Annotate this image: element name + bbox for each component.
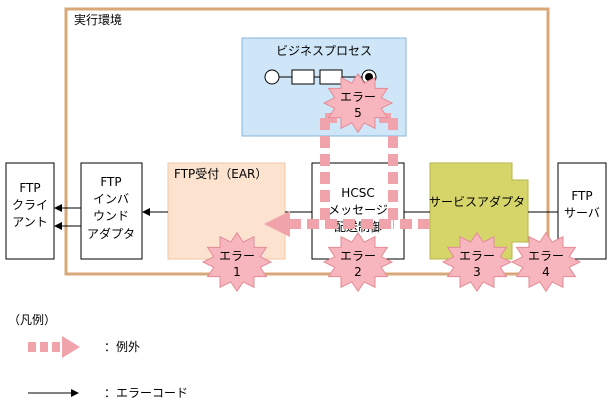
business-process: ビジネスプロセス	[241, 37, 407, 137]
inbound-adapter-line: ウンド	[93, 209, 129, 223]
service-adapter-label: サービスアダプタ	[429, 194, 525, 209]
error-burst-2: エラー 2	[322, 231, 394, 293]
ftp-server-line: FTP	[571, 189, 592, 203]
process-flow-icon	[264, 69, 377, 85]
connectors	[54, 204, 558, 230]
ftp-reception-label: FTP受付（EAR）	[174, 167, 267, 181]
error-label: エラー	[219, 249, 255, 263]
ftp-client-line: クライ	[12, 198, 48, 212]
legend-title: （凡例）	[8, 313, 56, 327]
ftp-server: FTP サーバ	[557, 162, 607, 260]
error-number: 4	[542, 265, 550, 279]
runtime-label: 実行環境	[74, 12, 122, 27]
ftp-client-line: アント	[12, 215, 48, 229]
error-label: エラー	[459, 249, 495, 263]
error-number: 1	[233, 265, 241, 279]
burst-shape	[510, 231, 582, 293]
exception-arrowhead	[264, 211, 290, 237]
inbound-adapter-line: アダプタ	[87, 226, 135, 241]
hcsc-line: HCSC	[341, 186, 374, 200]
legend-error-code-label: ：エラーコード	[104, 386, 188, 400]
error-number: 5	[354, 106, 362, 120]
ftp-client-line: FTP	[19, 181, 40, 195]
hcsc-line: 配送制御	[334, 219, 382, 234]
ftp-client: FTP クライ アント	[5, 162, 55, 260]
error-number: 2	[354, 265, 362, 279]
legend-exception-label: ：例外	[104, 340, 140, 354]
error-burst-3: エラー 3	[441, 231, 513, 293]
inbound-adapter-line: インバ	[93, 192, 129, 206]
error-label: エラー	[340, 249, 376, 263]
error-burst-5: エラー 5	[322, 72, 394, 134]
burst-shape	[322, 231, 394, 293]
error-bursts: エラー 1 エラー 2 エラー 3 エラー 4 エラー 5	[201, 72, 582, 293]
burst-shape	[441, 231, 513, 293]
burst-shape	[322, 72, 394, 134]
business-process-label: ビジネスプロセス	[276, 44, 372, 58]
error-burst-1: エラー 1	[201, 231, 273, 293]
legend-exception-swatch	[28, 336, 80, 358]
ftp-server-line: サーバ	[564, 206, 600, 220]
error-burst-4: エラー 4	[510, 231, 582, 293]
legend: （凡例） ：例外 ：エラーコード	[8, 313, 188, 400]
error-label: エラー	[528, 249, 564, 263]
burst-shape	[201, 231, 273, 293]
error-number: 3	[473, 265, 481, 279]
error-label: エラー	[340, 90, 376, 104]
hcsc-line: メッセージ	[328, 203, 388, 217]
ftp-inbound-adapter: FTP インバ ウンド アダプタ	[80, 162, 143, 260]
runtime-environment: 実行環境	[64, 7, 550, 276]
inbound-adapter-line: FTP	[100, 175, 121, 189]
